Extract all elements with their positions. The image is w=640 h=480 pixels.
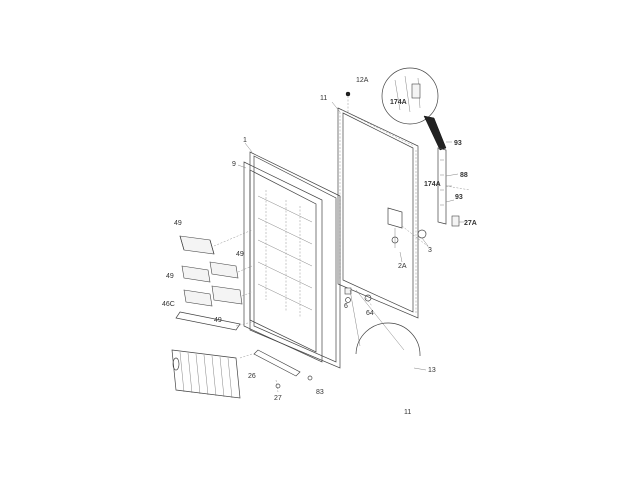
label-11-bottom: 11 xyxy=(404,409,411,416)
door-liner xyxy=(243,161,323,363)
gasket-section-detail xyxy=(349,289,427,371)
label-46c: 46C xyxy=(162,301,175,308)
label-3: 3 xyxy=(428,247,432,254)
part-labels: 12A 11 174A 93 88 174A 93 27A 3 2A 1 9 4… xyxy=(162,77,477,416)
label-6: 6 xyxy=(344,303,348,310)
label-88: 88 xyxy=(460,172,468,179)
lower-wire-basket xyxy=(171,349,241,399)
screw-27 xyxy=(275,383,281,389)
label-83: 83 xyxy=(316,389,324,396)
label-64: 64 xyxy=(366,310,374,317)
bushing-64 xyxy=(364,294,372,302)
label-1: 1 xyxy=(243,137,247,144)
label-27: 27 xyxy=(274,395,282,402)
screw-12a xyxy=(345,91,351,97)
label-93-top: 93 xyxy=(454,140,462,147)
leader-lines xyxy=(237,101,464,263)
label-12a: 12A xyxy=(356,77,369,84)
door-outer-shell xyxy=(249,151,341,369)
label-13: 13 xyxy=(428,367,436,374)
latch-assembly xyxy=(387,207,431,249)
label-9: 9 xyxy=(232,161,236,168)
door-bottom-trim xyxy=(253,349,301,377)
door-bin-top xyxy=(179,235,215,255)
hinge-bracket xyxy=(437,147,471,227)
label-11: 11 xyxy=(320,95,327,102)
door-bin-low-left xyxy=(183,289,213,307)
label-2a: 2A xyxy=(398,263,407,270)
label-49-low: 49 xyxy=(214,317,222,324)
label-93-mid: 93 xyxy=(455,194,463,201)
label-49-top: 49 xyxy=(174,220,182,227)
screw-83 xyxy=(307,375,313,381)
door-shelf-bar xyxy=(175,311,241,331)
label-26: 26 xyxy=(248,373,256,380)
door-bin-low-right xyxy=(211,285,243,305)
screw-6 xyxy=(344,287,352,303)
cabinet-gasket-frame xyxy=(337,107,419,319)
label-49-left: 49 xyxy=(166,273,174,280)
assembly-lines xyxy=(213,96,373,393)
label-174a-top: 174A xyxy=(390,99,407,106)
label-27a: 27A xyxy=(464,220,477,227)
hinge-detail-inset xyxy=(381,67,447,151)
label-49-mid: 49 xyxy=(236,251,244,258)
door-bin-mid-right xyxy=(209,261,239,279)
label-174a-mid: 174A xyxy=(424,181,441,188)
door-bin-mid-left xyxy=(181,265,211,283)
